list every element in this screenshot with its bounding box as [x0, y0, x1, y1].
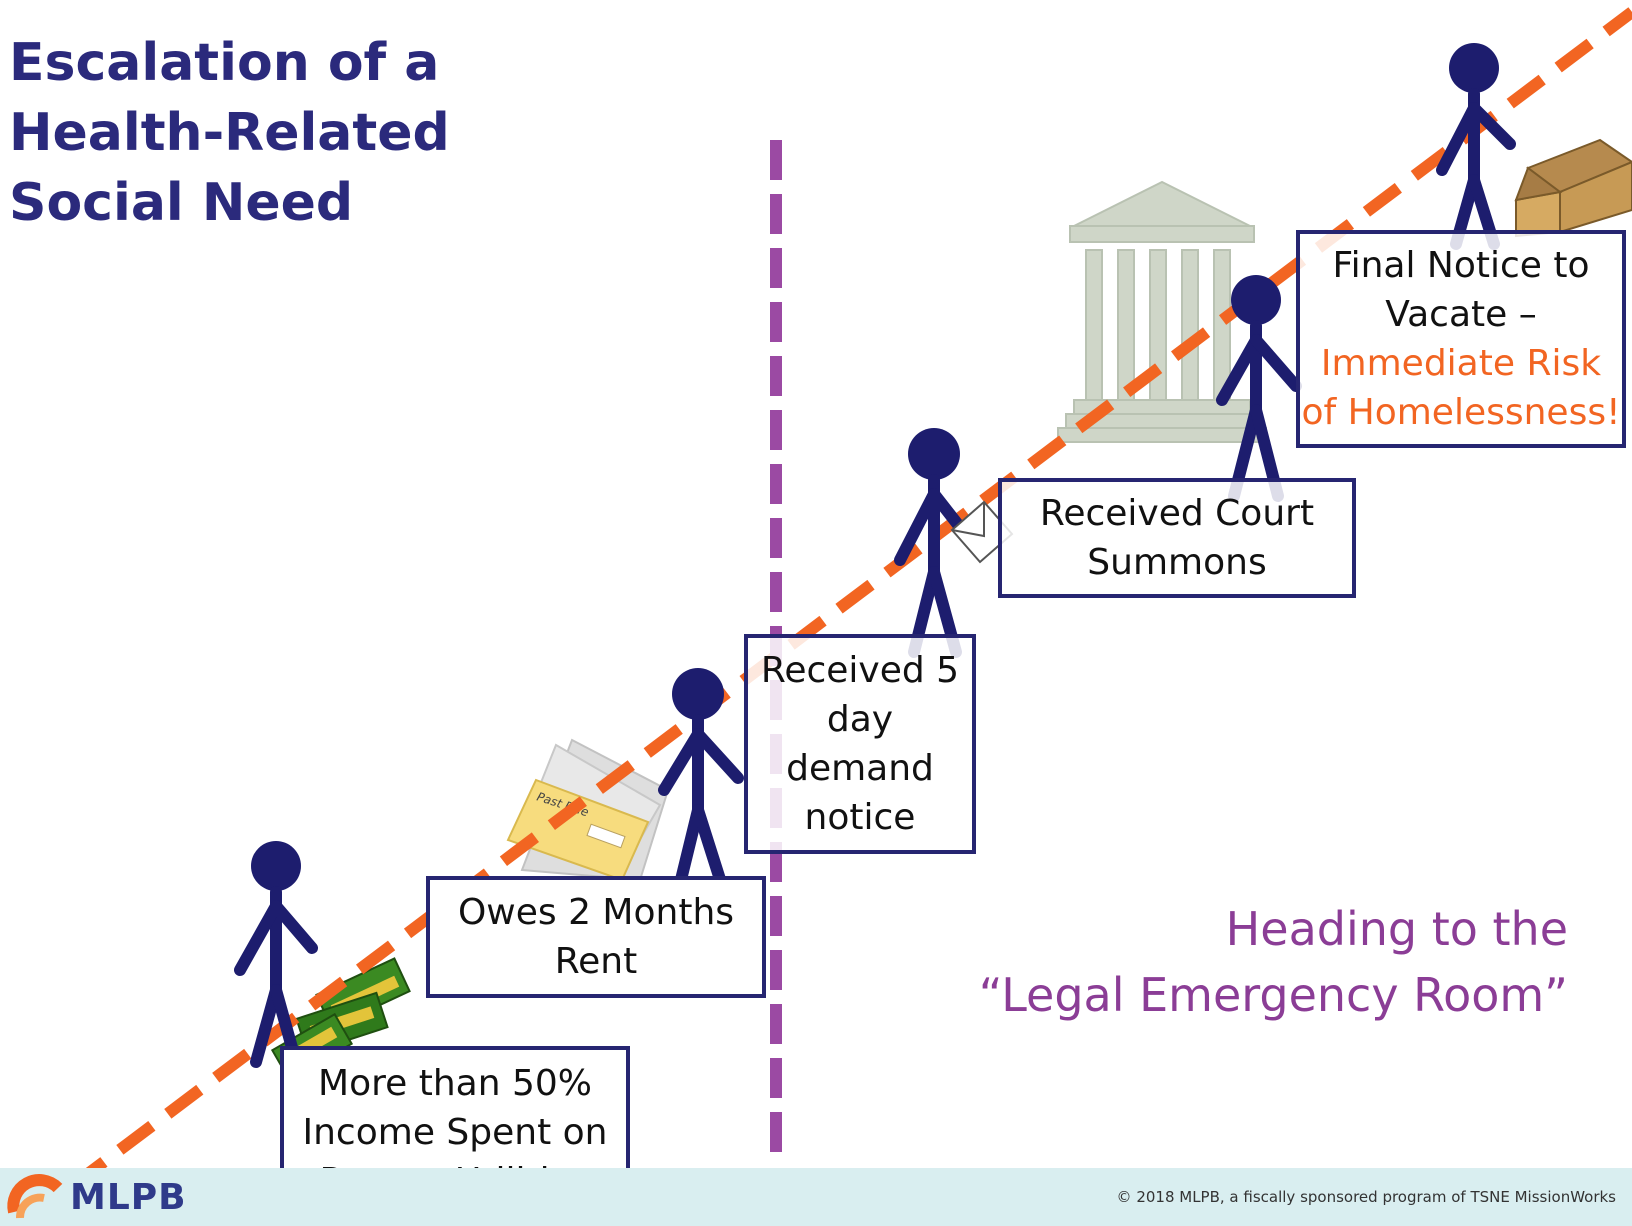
heading-line-1: Heading to the — [1225, 902, 1568, 956]
step-line: Rent — [554, 941, 638, 982]
step-line: More than 50% — [318, 1062, 592, 1104]
logo-text: MLPB — [70, 1176, 187, 1218]
stick-figure-5 — [1436, 43, 1516, 250]
slide-title: Escalation of a Health-Related Social Ne… — [9, 28, 469, 238]
step-box-demand-notice: Received 5 day demand notice — [744, 634, 976, 854]
step-box-final-notice: Final Notice to Vacate – Immediate Risk … — [1296, 230, 1626, 448]
step-line: notice — [804, 797, 916, 838]
courthouse-icon — [1057, 180, 1267, 443]
legal-emergency-heading: Heading to the “Legal Emergency Room” — [979, 896, 1568, 1028]
step-line: Owes 2 Months — [457, 892, 735, 933]
step-line: Income Spent on — [302, 1111, 608, 1153]
step-line: Received 5 — [760, 650, 960, 691]
step-box-court-summons: Received Court Summons — [998, 478, 1356, 598]
step-line: Received Court — [1039, 493, 1315, 534]
stick-figure-4 — [1216, 275, 1302, 502]
title-line-2: Health-Related — [9, 103, 450, 163]
step-line: day — [826, 699, 894, 740]
stick-figure-1 — [234, 841, 318, 1068]
stick-figure-2 — [658, 668, 744, 898]
risk-line: Immediate Risk — [1320, 343, 1602, 384]
mlpb-logo: MLPB — [0, 1168, 187, 1226]
copyright-text: © 2018 MLPB, a fiscally sponsored progra… — [1116, 1188, 1616, 1206]
step-line: Summons — [1087, 542, 1267, 583]
title-line-1: Escalation of a — [9, 33, 440, 93]
step-line: Final Notice to — [1332, 245, 1590, 286]
mlpb-logo-icon — [7, 1174, 63, 1219]
moving-box-icon — [1514, 138, 1632, 238]
heading-line-2: “Legal Emergency Room” — [978, 968, 1568, 1022]
title-line-3: Social Need — [9, 173, 354, 233]
past-due-envelope-icon: Past Due — [506, 738, 670, 882]
escalation-trend-line — [20, 7, 1632, 1226]
risk-line: of Homelessness! — [1301, 392, 1621, 433]
footer-bar: MLPB © 2018 MLPB, a fiscally sponsored p… — [0, 1168, 1632, 1226]
step-line: demand — [786, 748, 934, 789]
step-box-owes-rent: Owes 2 Months Rent — [426, 876, 766, 998]
step-line: Vacate – — [1385, 294, 1537, 335]
